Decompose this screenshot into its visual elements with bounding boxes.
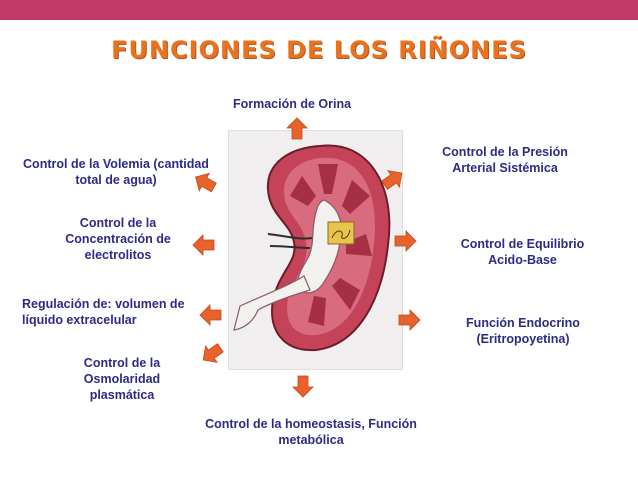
kidney-illustration — [228, 130, 403, 370]
arrow-down — [292, 375, 314, 398]
label-electrolitos: Control de la Concentración de electroli… — [65, 216, 171, 262]
pyramid-5 — [308, 296, 326, 326]
arrow-up-right — [378, 164, 408, 194]
arrow-left-lower — [199, 304, 222, 326]
arrow-down-left — [197, 339, 227, 369]
label-funcion-endocrino: Función Endocrino (Eritropoyetina) — [466, 316, 580, 346]
label-volumen-extracelular: Regulación de: volumen de líquido extrac… — [22, 297, 185, 327]
label-osmolaridad: Control de la Osmolaridad plasmática — [83, 356, 161, 402]
pyramid-6 — [290, 176, 316, 206]
pyramid-1 — [318, 164, 338, 194]
top-color-bar — [0, 0, 638, 20]
arrow-left-middle — [192, 234, 215, 256]
label-homeostasis: Control de la homeostasis, Función metab… — [205, 417, 417, 447]
page-title: FUNCIONES DE LOS RIÑONES — [111, 36, 527, 64]
pyramid-4 — [332, 278, 360, 310]
arrow-right-upper — [394, 230, 417, 252]
label-presion-arterial: Control de la Presión Arterial Sistémica — [442, 145, 568, 175]
label-volemia: Control de la Volemia (cantidad total de… — [23, 157, 209, 187]
arrow-up — [286, 117, 308, 140]
arrow-right-lower — [398, 309, 421, 331]
label-equilibrio-acido-base: Control de Equilibrio Acido-Base — [460, 237, 585, 267]
pyramid-2 — [342, 180, 370, 214]
label-formacion-orina: Formación de Orina — [232, 97, 352, 111]
